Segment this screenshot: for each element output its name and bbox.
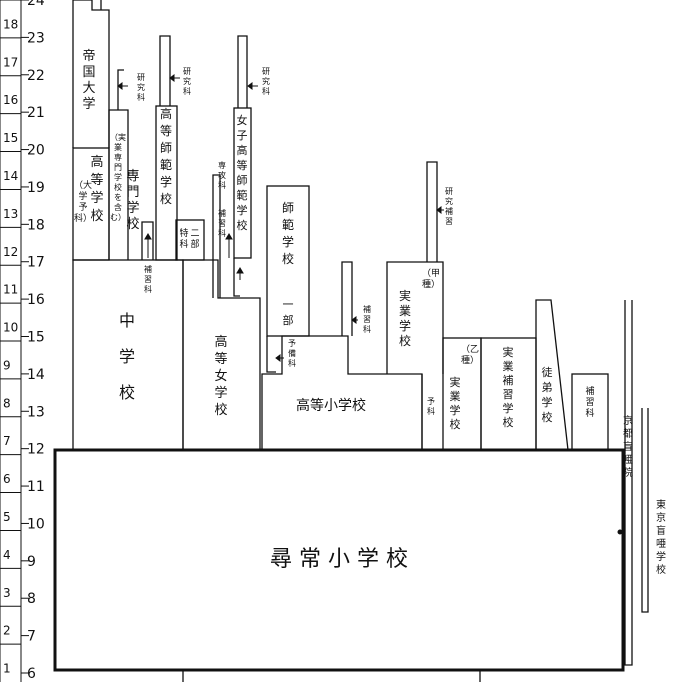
yobika-label: 予備科	[288, 339, 296, 368]
koto-gakko-label: 高等学校	[90, 154, 103, 224]
shihan-gakko-label: 師範学校	[282, 201, 294, 266]
age-tick-label: 6	[27, 666, 36, 682]
grade-tick-label: 14	[3, 169, 18, 183]
grade-tick-label: 9	[3, 358, 11, 372]
shihan-ichibu-label: 一部	[283, 298, 294, 327]
tokyo-moa-box	[641, 408, 649, 613]
koto-shogakko-hoshuka-box	[341, 261, 353, 336]
grade-tick-label: 13	[3, 207, 18, 221]
age-tick-label: 13	[27, 404, 45, 420]
hoshuka-jo-label: 補習科	[218, 208, 226, 238]
senmon-kenkyuka-line	[117, 69, 124, 110]
age-tick-label: 12	[27, 442, 45, 458]
grade-tick-label: 8	[3, 396, 11, 410]
school-labels: 尋 常 小 学 校 高等小学校 中学校 高等女学校 高等学校 （大学予科） 帝国…	[74, 48, 666, 576]
grade-tick-label: 11	[3, 283, 18, 297]
koto-shogakko-label: 高等小学校	[296, 397, 366, 414]
tokyo-moa-label: 東京盲唖学校	[656, 498, 666, 576]
age-tick-label: 17	[27, 255, 45, 271]
hoshuka-shi-label: 補習科	[363, 304, 371, 334]
teikoku-daigaku-label: 帝国大学	[82, 48, 95, 112]
grade-tick-label: 6	[3, 472, 11, 486]
age-tick-label: 19	[27, 180, 45, 196]
kenkyuka-2-label: 研究科	[183, 67, 191, 96]
hoshuka-right-box	[571, 373, 609, 451]
grade-tick-label: 3	[3, 586, 11, 600]
teikoku-daigaku-box	[72, 0, 110, 148]
koto-shihan-label: 高等師範学校	[160, 106, 172, 206]
grade-tick-label: 15	[3, 131, 18, 145]
age-tick-label: 18	[27, 217, 45, 233]
hoshuka-right-label: 補習科	[585, 385, 594, 419]
jinjo-shogakko-box	[53, 448, 625, 672]
grade-tick-label: 2	[3, 624, 11, 638]
moa-dot	[617, 529, 623, 535]
jitsugyo-otsu-kind: （乙種）	[461, 344, 479, 366]
joshi-koto-shihan-box	[233, 107, 252, 259]
koto-shogakko-box	[261, 335, 423, 450]
chugakko-hoshuka-box	[141, 221, 154, 260]
kyoto-moain-label: 京都盲唖院	[623, 414, 633, 479]
age-tick-label: 22	[27, 68, 45, 84]
joshi-koto-shihan-label: 女子高等師範学校	[237, 113, 248, 232]
koto-shihan-box	[155, 105, 178, 261]
age-tick-label: 14	[27, 367, 45, 383]
totei-gakko-box	[535, 299, 569, 451]
age-tick-label: 21	[27, 105, 45, 121]
age-tick-label: 8	[27, 591, 36, 607]
shihan-yobika-box	[266, 336, 276, 373]
grade-tick-label: 17	[3, 55, 18, 69]
jitsugyo-ko-kind: （甲種）	[422, 268, 440, 290]
jitsugyo-ko-box	[386, 261, 444, 374]
age-tick-label: 11	[27, 479, 45, 495]
kenkyuka-hoshu-label: 研究補習	[445, 187, 453, 226]
yoka-label: 予科	[427, 397, 435, 416]
senmon-gakko-label: 専門学校	[126, 169, 139, 232]
grade-tick-label: 12	[3, 245, 18, 259]
grade-tick-label: 16	[3, 93, 18, 107]
age-tick-label: 9	[27, 554, 36, 570]
shihan-nibu-label: 二部	[190, 229, 199, 250]
age-tick-label: 16	[27, 292, 45, 308]
age-tick-label: 20	[27, 143, 45, 159]
chugakko-label: 中学校	[119, 311, 135, 402]
grade-age-scale: 1234567891011121314151617186789101112131…	[0, 0, 45, 682]
course-arrows	[117, 74, 623, 535]
age-tick-label: 7	[27, 629, 36, 645]
age-tick-label: 10	[27, 516, 45, 532]
grade-tick-label: 18	[3, 17, 18, 31]
hoshuka-chu-label: 補習科	[144, 264, 152, 294]
kenkyuka-3-label: 研究科	[262, 67, 270, 96]
grade-tick-label: 4	[3, 548, 11, 562]
grade-tick-label: 7	[3, 434, 11, 448]
koto-jogakko-box	[182, 259, 261, 450]
koto-jogakko-label: 高等女学校	[214, 334, 227, 418]
senkoka-box	[212, 174, 221, 298]
school-box-outlines	[53, 0, 649, 682]
jitsugyo-otsu-label: 実業学校	[450, 375, 461, 431]
grade-tick-label: 10	[3, 321, 18, 335]
age-tick-label: 24	[27, 0, 45, 9]
grade-tick-label: 5	[3, 510, 11, 524]
grade-tick-label: 1	[3, 662, 11, 676]
kenkyuka-1-label: 研究科	[137, 73, 145, 102]
jitsugyo-ko-label: 実業学校	[399, 288, 411, 348]
age-tick-label: 23	[27, 30, 45, 46]
senkoka-label: 専攻科	[218, 160, 226, 190]
senmon-gakko-note: （実業専門学校を含む）	[110, 132, 126, 222]
kyoto-moain-box	[624, 300, 633, 666]
koto-gakko-note: （大学予科）	[74, 179, 92, 224]
koto-shihan-kenkyuka-box	[159, 35, 171, 106]
joshi-koto-shihan-kenkyuka-box	[237, 35, 248, 108]
tokka-label: 特科	[179, 227, 188, 250]
totei-gakko-label: 徒弟学校	[542, 365, 553, 424]
jinjo-shogakko-label: 尋 常 小 学 校	[270, 547, 408, 572]
jitsugyo-hoshu-label: 実業補習学校	[503, 345, 514, 429]
jitsugyo-kenkyu-hoshu-box	[426, 161, 438, 262]
age-tick-label: 15	[27, 330, 45, 346]
joshi-koto-shihan-connector	[233, 258, 240, 297]
